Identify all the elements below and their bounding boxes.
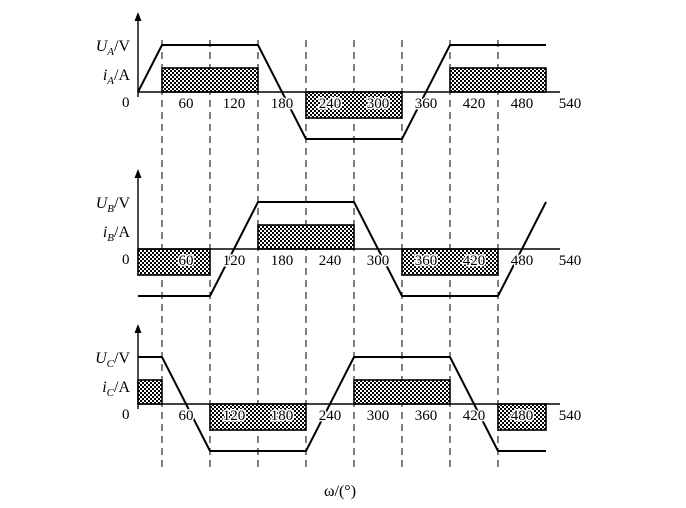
tick-label-300: 300 <box>367 253 390 269</box>
voltage-wave-a <box>137 44 546 140</box>
current-block-c-0 <box>137 379 163 405</box>
tick-label-300: 300 <box>367 96 390 112</box>
tick-label-300: 300 <box>367 408 390 424</box>
x-axis-label: ω/(°) <box>324 483 356 500</box>
tick-label-60: 60 <box>179 253 194 269</box>
panel-phase-c: UC/V iC/A 0 60 120 180 240 300 360 420 480 540 <box>95 324 583 452</box>
tick-label-540: 540 <box>559 253 582 269</box>
tick-label-180: 180 <box>271 408 294 424</box>
current-block-c-1 <box>209 403 307 431</box>
current-block-b-1 <box>257 224 355 250</box>
tick-label-360: 360 <box>415 96 438 112</box>
tick-label-120: 120 <box>223 96 246 112</box>
voltage-label: UA/V <box>96 38 131 58</box>
tick-label-120: 120 <box>223 408 246 424</box>
tick-label-240: 240 <box>319 96 342 112</box>
origin-label: 0 <box>122 95 130 111</box>
current-label: iC/A <box>102 379 130 399</box>
voltage-wave-b <box>138 201 547 297</box>
tick-label-60: 60 <box>179 96 194 112</box>
tick-label-120: 120 <box>223 253 246 269</box>
tick-label-180: 180 <box>271 96 294 112</box>
panel-phase-a: UA/V iA/A 0 60 120 180 240 300 360 420 480 540 <box>96 12 583 140</box>
current-label: iA/A <box>103 67 131 87</box>
tick-label-360: 360 <box>415 253 438 269</box>
current-block-a-1 <box>305 91 403 119</box>
tick-label-480: 480 <box>511 408 534 424</box>
tick-label-180: 180 <box>271 253 294 269</box>
origin-label: 0 <box>122 252 130 268</box>
tick-label-360: 360 <box>415 408 438 424</box>
tick-label-480: 480 <box>511 96 534 112</box>
current-block-a-2 <box>449 67 547 93</box>
tick-label-420: 420 <box>463 96 486 112</box>
axis-arrow-icon <box>134 324 142 333</box>
voltage-label: UC/V <box>95 350 130 370</box>
origin-label: 0 <box>122 407 130 423</box>
panel-phase-b: UB/V iB/A 0 60 120 180 240 300 360 420 480 540 <box>96 169 583 297</box>
axis-arrow-icon <box>134 169 142 178</box>
current-block-c-2 <box>353 379 451 405</box>
tick-label-420: 420 <box>463 253 486 269</box>
current-block-b-0 <box>137 248 211 276</box>
tick-label-240: 240 <box>319 253 342 269</box>
voltage-wave-c <box>138 356 546 452</box>
voltage-label: UB/V <box>96 195 131 215</box>
tick-label-540: 540 <box>559 96 582 112</box>
tick-label-420: 420 <box>463 408 486 424</box>
tick-label-240: 240 <box>319 408 342 424</box>
current-block-a-0 <box>161 67 259 93</box>
tick-label-540: 540 <box>559 408 582 424</box>
tick-label-60: 60 <box>179 408 194 424</box>
tick-label-480: 480 <box>511 253 534 269</box>
axis-arrow-icon <box>134 12 142 21</box>
current-label: iB/A <box>103 224 131 244</box>
